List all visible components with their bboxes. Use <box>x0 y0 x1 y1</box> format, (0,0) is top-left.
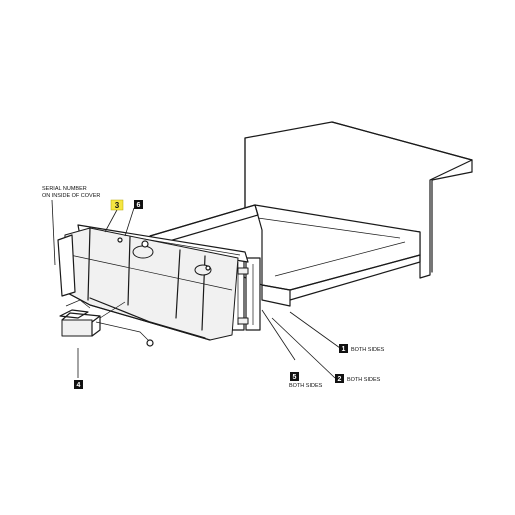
callout-1-box <box>339 344 348 353</box>
callout-1-number: 1 <box>342 346 346 353</box>
callout-6-box <box>134 200 143 209</box>
callout-6: 6 <box>134 200 143 209</box>
leader-lines <box>51 199 341 379</box>
spreader-unit <box>57 224 249 341</box>
callout-6-number: 6 <box>137 202 141 209</box>
callout-1-note: BOTH SIDES <box>351 347 385 353</box>
callout-5-box <box>290 372 299 381</box>
motor-assembly <box>59 299 154 347</box>
serial-note-line1: SERIAL NUMBER <box>42 186 87 192</box>
callout-3-highlight <box>110 199 124 211</box>
callout-3-number: 3 <box>115 201 120 210</box>
callout-4: 4 <box>74 380 83 389</box>
callout-2-box <box>335 374 344 383</box>
callout-2-note: BOTH SIDES <box>347 377 381 383</box>
callout-5: 5 BOTH SIDES <box>289 372 323 389</box>
callout-2-number: 2 <box>338 376 342 383</box>
serial-note-line2: ON INSIDE OF COVER <box>42 193 100 199</box>
serial-number-note: SERIAL NUMBER ON INSIDE OF COVER <box>42 186 100 199</box>
callout-1: 1 BOTH SIDES <box>339 344 385 353</box>
callout-4-number: 4 <box>77 382 81 389</box>
truck-body <box>149 121 473 331</box>
callout-4-box <box>74 380 83 389</box>
callout-5-note: BOTH SIDES <box>289 383 323 389</box>
callout-5-number: 5 <box>293 374 297 381</box>
callout-2: 2 BOTH SIDES <box>335 374 381 383</box>
callout-3: 3 <box>110 199 124 211</box>
